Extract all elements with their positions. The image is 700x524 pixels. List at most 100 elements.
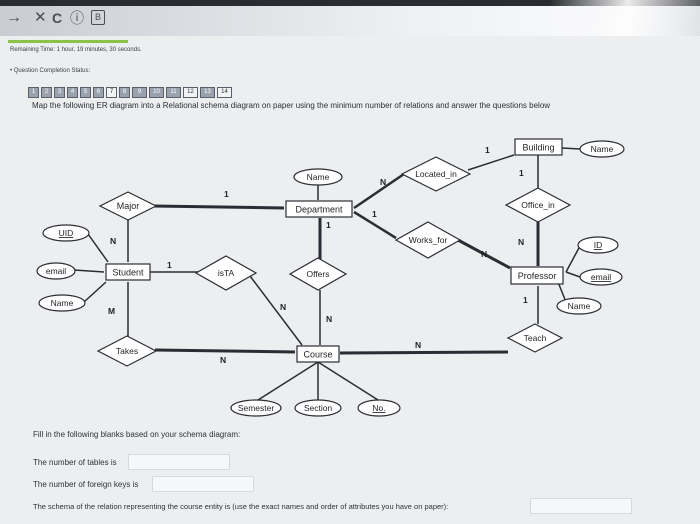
question-course-schema-label: The schema of the relation representing … [33,502,449,511]
info-icon[interactable]: ⓘ [70,10,84,26]
relationship-office-in: Office_in [504,187,572,223]
svg-text:Student: Student [112,268,144,278]
svg-text:ID: ID [594,240,603,250]
attribute-uid: UID [42,224,90,242]
entity-course: Course [296,345,340,363]
svg-text:UID: UID [59,228,74,238]
cardinality: M [108,306,115,316]
bookmark-icon[interactable]: B [91,10,105,25]
completion-status-label: • Question Completion Status: [10,68,91,74]
cardinality: 1 [224,189,229,199]
entity-department: Department [285,200,353,218]
screen-glare [550,0,700,36]
foreign-keys-answer-field[interactable] [152,476,254,492]
remaining-time-label: Remaining Time: 1 hour, 19 minutes, 30 s… [10,47,142,53]
svg-text:Building: Building [522,143,554,153]
svg-text:isTA: isTA [218,268,235,278]
forward-arrow-icon[interactable]: → [6,9,22,26]
question-number[interactable]: 6 [93,87,104,98]
cardinality: N [326,314,332,324]
question-instruction: Map the following ER diagram into a Rela… [32,101,551,110]
cardinality: 1 [519,168,524,178]
svg-text:Name: Name [51,298,74,308]
course-schema-answer-field[interactable] [530,498,632,514]
svg-text:Office_in: Office_in [521,200,555,210]
svg-text:Name: Name [591,144,614,154]
relationship-located-in: Located_in [400,156,472,192]
connector-lines [73,147,581,401]
svg-text:Department: Department [295,205,343,215]
cardinality: N [380,177,386,187]
question-number-strip: 1 2 3 4 5 6 7 8 9 10 11 12 13 14 [28,87,232,99]
question-number[interactable]: 9 [132,87,147,98]
attribute-prof-email: email [579,268,623,286]
question-number[interactable]: 13 [200,87,215,98]
cardinality: 1 [167,260,172,270]
reload-icon[interactable]: C [52,10,63,26]
entity-professor: Professor [510,266,564,285]
window-frame [0,0,700,6]
cardinality-labels: 1 1 N 1 1 1 N N N 1 N N 1 N M N [108,145,528,365]
svg-text:email: email [591,272,611,282]
close-icon[interactable]: ✕ [34,9,47,26]
attribute-semester: Semester [230,399,282,417]
attribute-section: Section [294,399,342,417]
question-number[interactable]: 7 [106,87,117,98]
cardinality: 1 [523,295,528,305]
question-number[interactable]: 11 [166,87,181,98]
attribute-student-email: email [36,262,76,280]
relationship-teach: Teach [506,323,564,353]
question-number[interactable]: 1 [28,87,39,98]
svg-text:Name: Name [568,301,591,311]
question-tables-label: The number of tables is [33,458,117,467]
cardinality: 1 [326,220,331,230]
question-number[interactable]: 5 [80,87,91,98]
cardinality: N [481,249,487,259]
cardinality: N [518,237,524,247]
relationship-works-for: Works_for [394,221,462,259]
cardinality: N [415,340,421,350]
browser-toolbar: → ✕ C ⓘ B [0,0,700,36]
attribute-no: No. [357,399,401,417]
svg-text:Takes: Takes [116,346,138,356]
cardinality: 1 [372,209,377,219]
question-number[interactable]: 10 [149,87,164,98]
relationship-takes: Takes [96,335,158,367]
attribute-prof-name: Name [556,297,602,315]
attribute-student-name: Name [38,294,86,312]
svg-text:Located_in: Located_in [415,169,457,179]
svg-text:Works_for: Works_for [409,235,448,245]
question-number[interactable]: 4 [67,87,78,98]
svg-text:Name: Name [307,172,330,182]
svg-text:Section: Section [304,403,333,413]
svg-text:No.: No. [372,403,385,413]
question-number[interactable]: 8 [119,87,130,98]
tables-answer-field[interactable] [128,454,230,470]
relationship-offers: Offers [288,257,348,291]
svg-text:Teach: Teach [524,333,547,343]
cardinality: N [220,355,226,365]
attribute-building: Building [514,138,563,156]
svg-text:email: email [46,266,66,276]
entity-student: Student [105,263,151,281]
cardinality: N [280,302,286,312]
svg-text:Major: Major [117,201,140,211]
relationship-major: Major [98,191,158,221]
attribute-dept-name: Name [293,168,343,186]
question-number[interactable]: 3 [54,87,65,98]
question-number[interactable]: 12 [183,87,198,98]
attribute-building-name: Name [579,140,625,158]
svg-text:Semester: Semester [238,403,275,413]
svg-text:Professor: Professor [518,271,557,281]
question-number[interactable]: 2 [41,87,52,98]
cardinality: 1 [485,145,490,155]
svg-text:Offers: Offers [307,269,330,279]
progress-bar [8,40,128,43]
fill-blanks-prompt: Fill in the following blanks based on yo… [33,430,241,439]
cardinality: N [110,236,116,246]
attribute-prof-id: ID [577,236,619,254]
question-number[interactable]: 14 [217,87,232,98]
svg-text:Course: Course [303,350,332,360]
